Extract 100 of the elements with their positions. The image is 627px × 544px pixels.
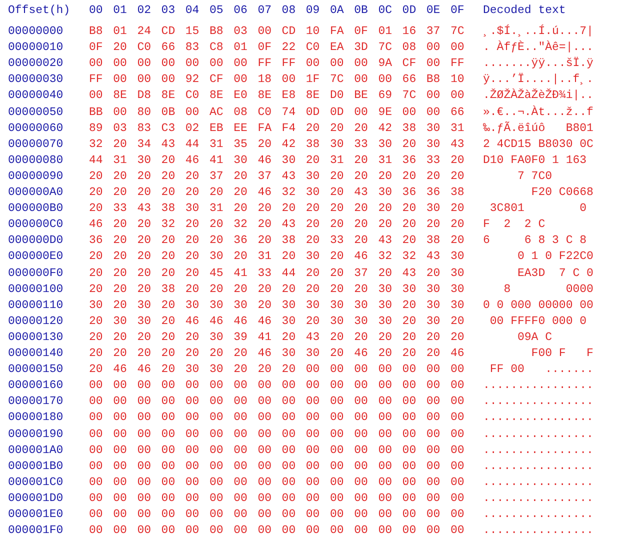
- byte-value: 38: [450, 186, 464, 199]
- byte-value: 20: [113, 330, 127, 344]
- byte-value: 30: [354, 314, 368, 328]
- byte-value: 20: [402, 298, 416, 312]
- byte-value: 00: [306, 524, 320, 538]
- decoded-text: ................: [483, 411, 594, 424]
- byte-value: 00: [210, 460, 224, 473]
- byte-value: 32: [89, 138, 103, 151]
- byte-value: 80: [137, 106, 151, 118]
- byte-value: 20: [426, 266, 440, 280]
- byte-value: 34: [137, 138, 151, 151]
- byte-value: 20: [89, 314, 103, 328]
- byte-value: 00: [161, 411, 176, 424]
- byte-value: 30: [234, 154, 248, 167]
- byte-value: 20: [185, 266, 200, 280]
- column-header: 07: [258, 4, 272, 17]
- byte-value: 00: [450, 476, 464, 489]
- byte-value: 30: [306, 347, 320, 360]
- byte-value: 32: [161, 218, 176, 232]
- byte-value: 00: [185, 428, 200, 440]
- byte-value: 46: [185, 154, 200, 167]
- byte-value: CD: [282, 25, 296, 38]
- byte-value: 42: [378, 122, 392, 135]
- byte-value: 20: [234, 250, 248, 264]
- byte-value: 00: [354, 106, 368, 118]
- decoded-text: .......ÿÿ...šÏ.ÿ: [483, 57, 594, 70]
- byte-value: 00: [113, 379, 127, 392]
- byte-value: 43: [426, 250, 440, 264]
- byte-value: 00: [161, 57, 176, 70]
- byte-value: 00: [354, 492, 368, 505]
- byte-value: 00: [185, 379, 200, 392]
- byte-value: 00: [426, 57, 440, 70]
- decoded-text: 2 4CD15 B8030 0C: [483, 138, 594, 151]
- byte-value: 20: [306, 234, 320, 248]
- byte-value: 00: [402, 395, 416, 408]
- byte-value: 20: [378, 218, 392, 232]
- byte-value: 00: [306, 395, 320, 408]
- byte-value: 08: [234, 106, 248, 118]
- byte-value: 00: [450, 508, 464, 521]
- byte-value: 00: [330, 524, 344, 538]
- byte-value: B8: [426, 73, 440, 86]
- byte-value: 0B: [161, 106, 176, 118]
- byte-value: 20: [89, 266, 103, 280]
- byte-value: 00: [450, 395, 464, 408]
- byte-value: AC: [210, 106, 224, 118]
- byte-value: 20: [402, 234, 416, 248]
- byte-value: 20: [306, 122, 320, 135]
- byte-value: 00: [306, 428, 320, 440]
- byte-value: 00: [113, 476, 127, 489]
- byte-value: 00: [282, 508, 296, 521]
- byte-value: 33: [426, 154, 440, 167]
- byte-value: FA: [330, 25, 344, 38]
- column-header: 06: [234, 4, 248, 17]
- byte-value: 32: [402, 250, 416, 264]
- byte-value: 00: [426, 444, 440, 457]
- byte-value: 20: [89, 170, 103, 183]
- byte-value: 30: [210, 330, 224, 344]
- byte-value: 00: [234, 492, 248, 505]
- byte-value: 43: [402, 266, 416, 280]
- byte-value: 00: [306, 444, 320, 457]
- byte-value: 00: [378, 395, 392, 408]
- byte-value: 00: [402, 492, 416, 505]
- byte-value: 00: [378, 508, 392, 521]
- byte-value: 30: [306, 170, 320, 183]
- byte-value: 20: [89, 282, 103, 296]
- byte-value: 00: [354, 508, 368, 521]
- byte-value: 00: [113, 460, 127, 473]
- offset-address: 000001E0: [8, 508, 64, 521]
- byte-value: EB: [210, 122, 224, 135]
- byte-value: 00: [330, 411, 344, 424]
- byte-value: 30: [426, 202, 440, 216]
- byte-value: 20: [306, 218, 320, 232]
- byte-value: 36: [234, 234, 248, 248]
- offset-address: 00000080: [8, 154, 64, 167]
- byte-value: 30: [378, 298, 392, 312]
- byte-value: 20: [378, 347, 392, 360]
- decoded-text: ................: [483, 492, 594, 505]
- byte-value: 02: [185, 122, 200, 135]
- byte-value: 20: [137, 330, 151, 344]
- byte-value: 00: [210, 508, 224, 521]
- byte-value: 00: [330, 476, 344, 489]
- byte-value: 30: [426, 314, 440, 328]
- byte-value: 00: [137, 444, 151, 457]
- byte-value: 00: [330, 57, 344, 70]
- byte-value: 0F: [258, 41, 272, 54]
- byte-value: 46: [137, 363, 151, 376]
- byte-value: 00: [450, 363, 464, 376]
- byte-value: 31: [450, 122, 464, 135]
- byte-value: 00: [161, 73, 176, 86]
- byte-value: 36: [89, 234, 103, 248]
- byte-value: 37: [258, 170, 272, 183]
- byte-value: D0: [330, 89, 344, 102]
- decoded-text: ».€..¬.Àt...ž..f: [483, 106, 594, 118]
- byte-value: 00: [185, 492, 200, 505]
- byte-value: 20: [402, 170, 416, 183]
- byte-value: 00: [282, 428, 296, 440]
- byte-value: 20: [282, 282, 296, 296]
- byte-value: 30: [234, 298, 248, 312]
- byte-value: EE: [234, 122, 248, 135]
- byte-value: 20: [354, 234, 368, 248]
